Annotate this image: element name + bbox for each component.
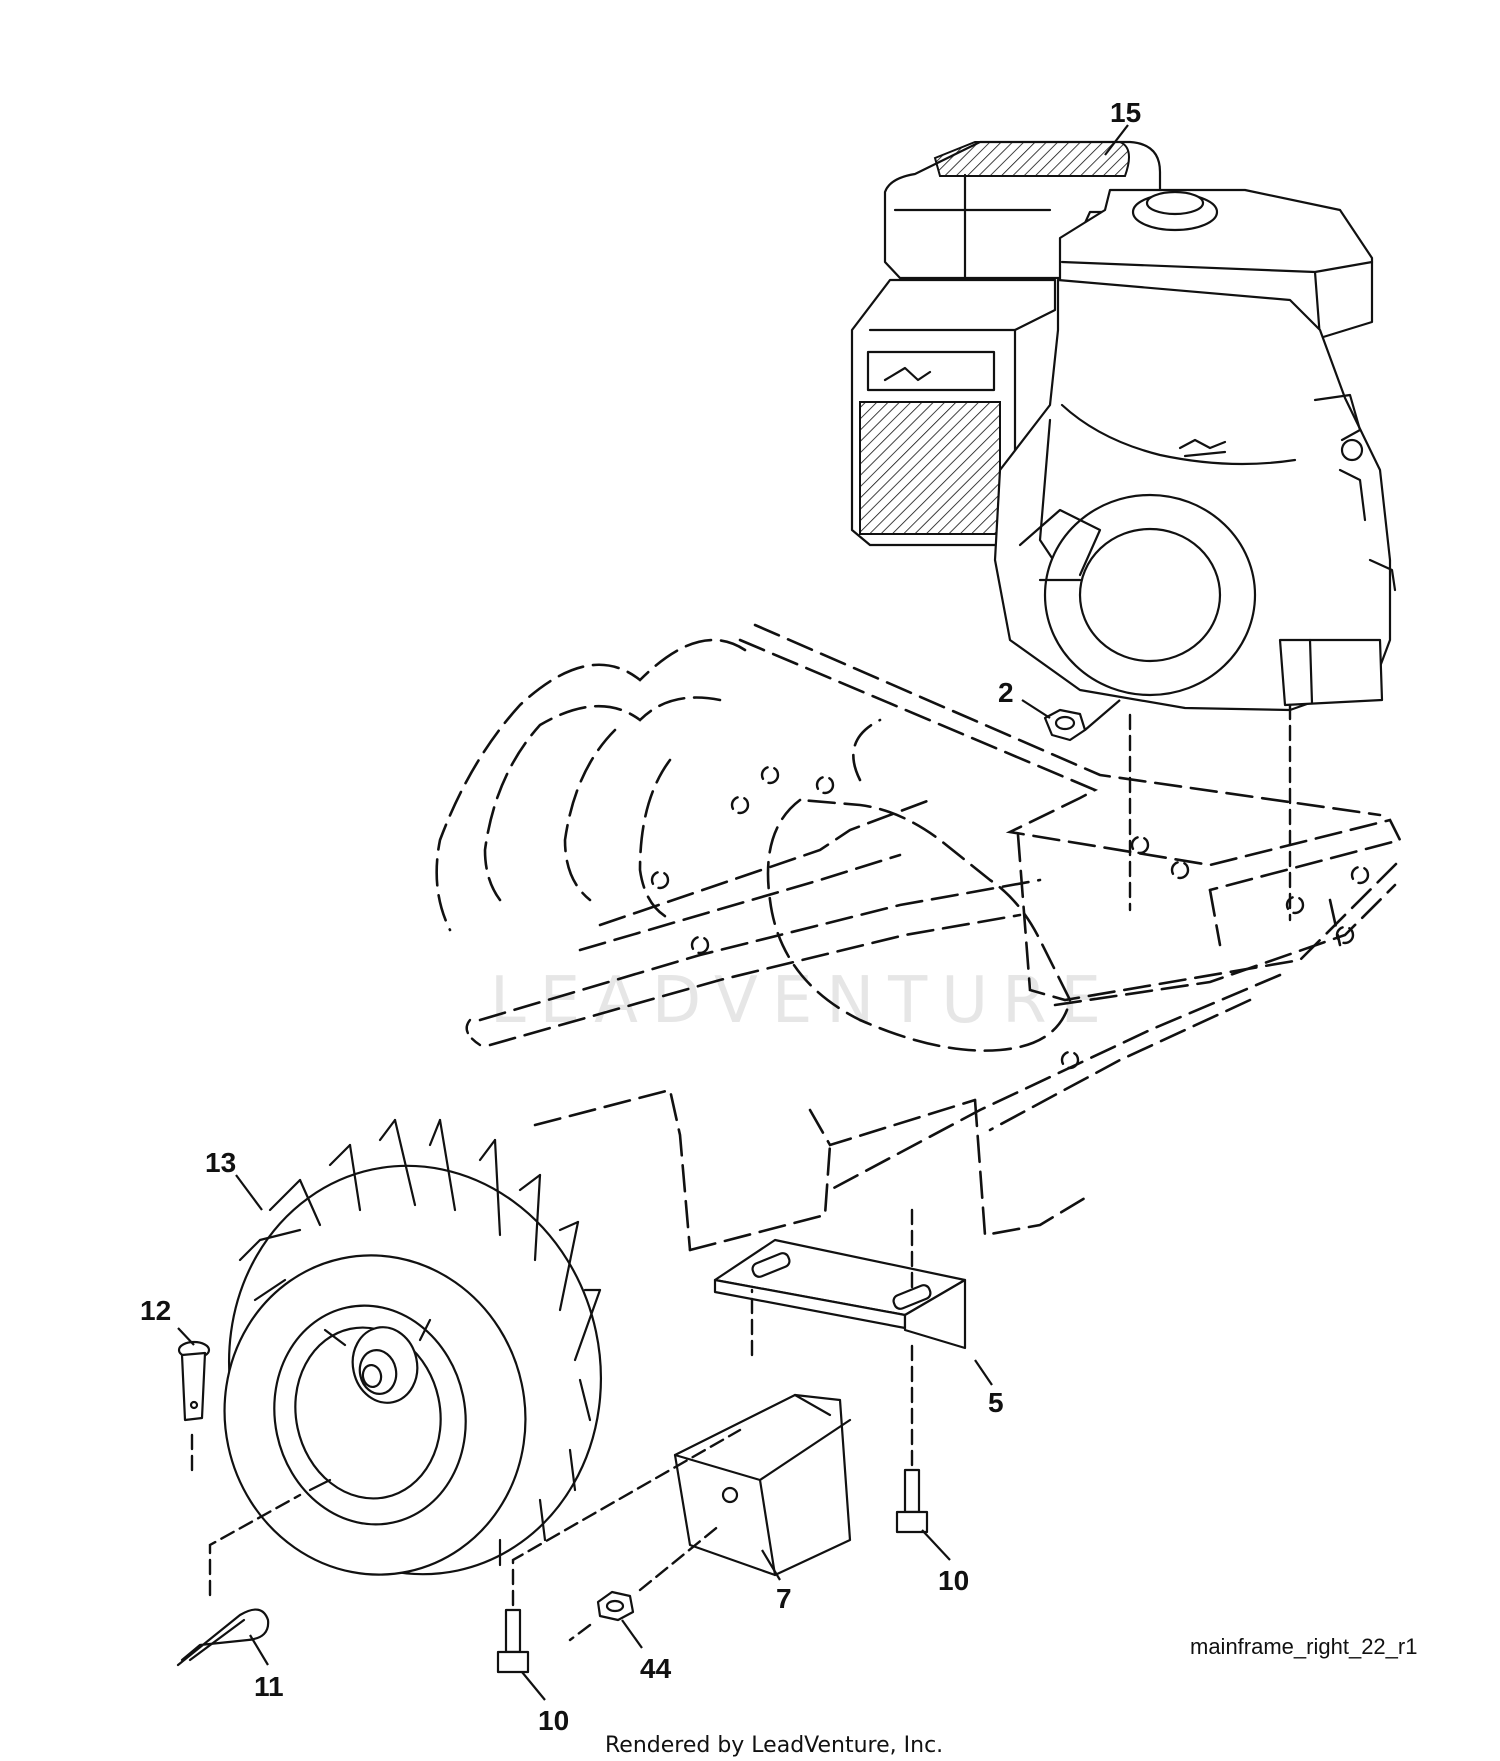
weight-block-drawing [673, 1393, 852, 1577]
callout-11: 11 [254, 1671, 284, 1702]
bolt-right-drawing [895, 1338, 929, 1534]
callout-10-right: 10 [938, 1565, 969, 1596]
mainframe-dashed [435, 623, 1402, 1252]
bracket-drawing [713, 1208, 967, 1357]
clevis-pin-drawing [177, 1340, 211, 1477]
nut-upper-drawing [1043, 708, 1087, 742]
engine-mount-leaders [1084, 699, 1292, 922]
callout-leaders [177, 124, 1129, 1701]
bolt-left-drawing [496, 1428, 742, 1674]
footer-credit: Rendered by LeadVenture, Inc. [605, 1733, 943, 1758]
callout-15: 15 [1110, 97, 1141, 128]
callout-44: 44 [640, 1653, 672, 1684]
callout-2: 2 [998, 677, 1014, 708]
callout-5: 5 [988, 1387, 1004, 1418]
callout-13: 13 [205, 1147, 236, 1178]
callout-10-left: 10 [538, 1705, 569, 1736]
watermark-text: LEADVENTURE [490, 964, 1115, 1038]
nut-lower-drawing [568, 1523, 722, 1642]
callout-7: 7 [776, 1583, 792, 1614]
diagram-id: mainframe_right_22_r1 [1190, 1634, 1417, 1659]
callout-labels: 15 2 13 12 5 7 10 11 10 44 [140, 97, 1141, 1736]
engine-drawing [850, 140, 1397, 712]
wheel-drawing [223, 1118, 603, 1576]
watermark: LEADVENTURE [490, 964, 1115, 1038]
callout-12: 12 [140, 1295, 171, 1326]
